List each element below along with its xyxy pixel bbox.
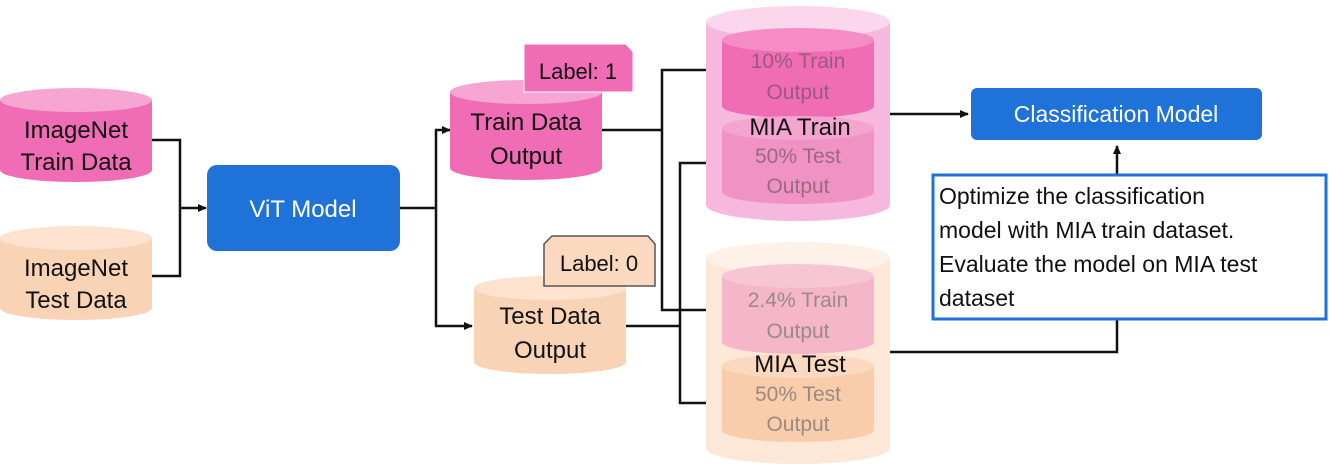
imagenet-test-label-2: Test Data — [25, 287, 127, 314]
mia-test-cylinder: 2.4% Train Output 50% Test Output MIA Te… — [706, 242, 890, 464]
mia-train-bottom-label-2: Output — [766, 175, 829, 198]
note-line-4: dataset — [939, 285, 1015, 311]
mia-test-bottom-segment: 50% Test Output — [722, 354, 874, 442]
mia-test-title: MIA Test — [754, 351, 846, 378]
test-output-label-1: Test Data — [499, 303, 601, 330]
note-line-3: Evaluate the model on MIA test — [939, 251, 1258, 277]
classification-model-box: Classification Model — [971, 88, 1262, 140]
train-output-cylinder: Train Data Output — [450, 80, 602, 180]
label-test-text: Label: 0 — [560, 251, 638, 276]
test-output-label-2: Output — [514, 337, 586, 364]
classification-model-label: Classification Model — [1014, 101, 1219, 127]
input-connectors — [152, 138, 207, 278]
label-test-badge: Label: 0 — [543, 235, 656, 287]
imagenet-train-cylinder: ImageNet Train Data — [0, 88, 152, 182]
mia-test-top-segment: 2.4% Train Output — [722, 264, 874, 354]
note-box: Optimize the classification model with M… — [931, 173, 1328, 321]
imagenet-train-label-2: Train Data — [20, 149, 132, 176]
mia-train-top-segment: 10% Train Output — [722, 28, 874, 118]
vit-output-connectors — [400, 126, 473, 330]
note-line-1: Optimize the classification — [939, 183, 1205, 209]
mia-train-title: MIA Train — [749, 114, 850, 141]
train-output-label-2: Output — [490, 143, 562, 170]
note-line-2: model with MIA train dataset. — [939, 217, 1234, 243]
label-train-badge: Label: 1 — [523, 43, 634, 93]
vit-model-label: ViT Model — [249, 196, 356, 223]
mia-train-bottom-label-1: 50% Test — [755, 145, 841, 168]
mia-train-top-label-2: Output — [766, 81, 829, 104]
mia-test-top-label-2: Output — [766, 320, 829, 343]
test-output-cylinder: Test Data Output — [474, 276, 626, 374]
mia-train-cylinder: 10% Train Output 50% Test Output MIA Tra… — [706, 6, 890, 221]
vit-model-box: ViT Model — [207, 165, 400, 251]
imagenet-test-label-1: ImageNet — [24, 255, 128, 282]
mia-test-top-label-1: 2.4% Train — [748, 289, 848, 312]
mia-test-bottom-label-2: Output — [766, 413, 829, 436]
label-train-text: Label: 1 — [539, 59, 617, 84]
mia-train-bottom-segment: 50% Test Output — [722, 116, 874, 204]
train-output-label-1: Train Data — [470, 109, 582, 136]
imagenet-test-cylinder: ImageNet Test Data — [0, 226, 152, 320]
mia-test-bottom-label-1: 50% Test — [755, 383, 841, 406]
mia-train-top-label-1: 10% Train — [751, 50, 846, 73]
imagenet-train-label-1: ImageNet — [24, 117, 128, 144]
